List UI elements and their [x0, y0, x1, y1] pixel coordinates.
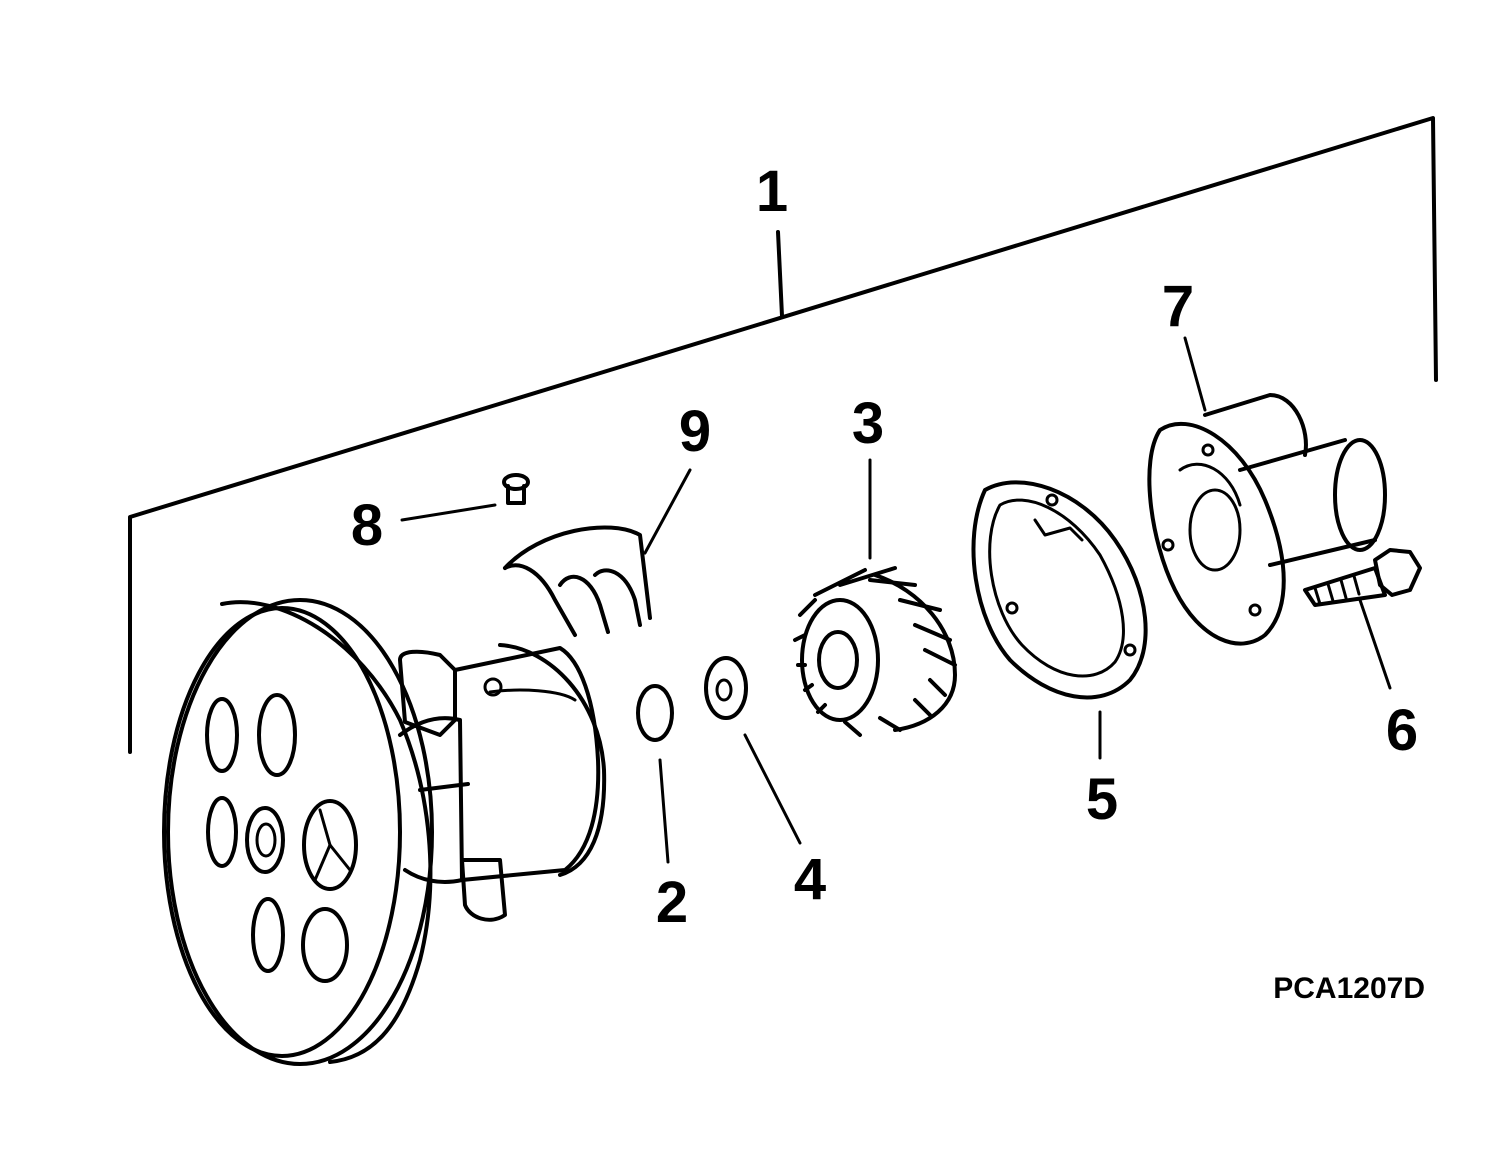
gasket-part-5	[971, 480, 1148, 700]
figure-id: PCA1207D	[1273, 972, 1425, 1005]
o-ring-part-2	[636, 684, 674, 742]
callout-3: 3	[852, 391, 884, 456]
leader-8	[400, 503, 497, 522]
leader-4	[743, 733, 802, 845]
pulley	[162, 598, 434, 1066]
assembly-bracket	[128, 116, 1438, 754]
bolt-part-6	[1303, 548, 1422, 607]
callout-8: 8	[351, 493, 383, 558]
callout-2: 2	[656, 870, 688, 935]
callout-5: 5	[1086, 767, 1118, 832]
leader-9	[643, 468, 692, 555]
leader-7	[1183, 336, 1207, 412]
callout-9: 9	[679, 399, 711, 464]
washer-part-4	[704, 656, 748, 720]
leader-lines	[400, 336, 1392, 864]
callout-4: 4	[794, 847, 826, 912]
callout-6: 6	[1386, 698, 1418, 763]
leader-6	[1358, 598, 1392, 690]
cover-part-7	[1147, 393, 1387, 646]
pump-body	[398, 643, 607, 922]
impeller-part-3	[793, 566, 957, 737]
leader-2	[658, 758, 670, 864]
callout-7: 7	[1162, 274, 1194, 339]
callouts: 1 2 3 4 5 6 7 8 9	[351, 159, 1418, 935]
clip-part-9	[503, 525, 652, 637]
screw-part-8	[502, 473, 530, 505]
callout-1: 1	[756, 159, 788, 224]
